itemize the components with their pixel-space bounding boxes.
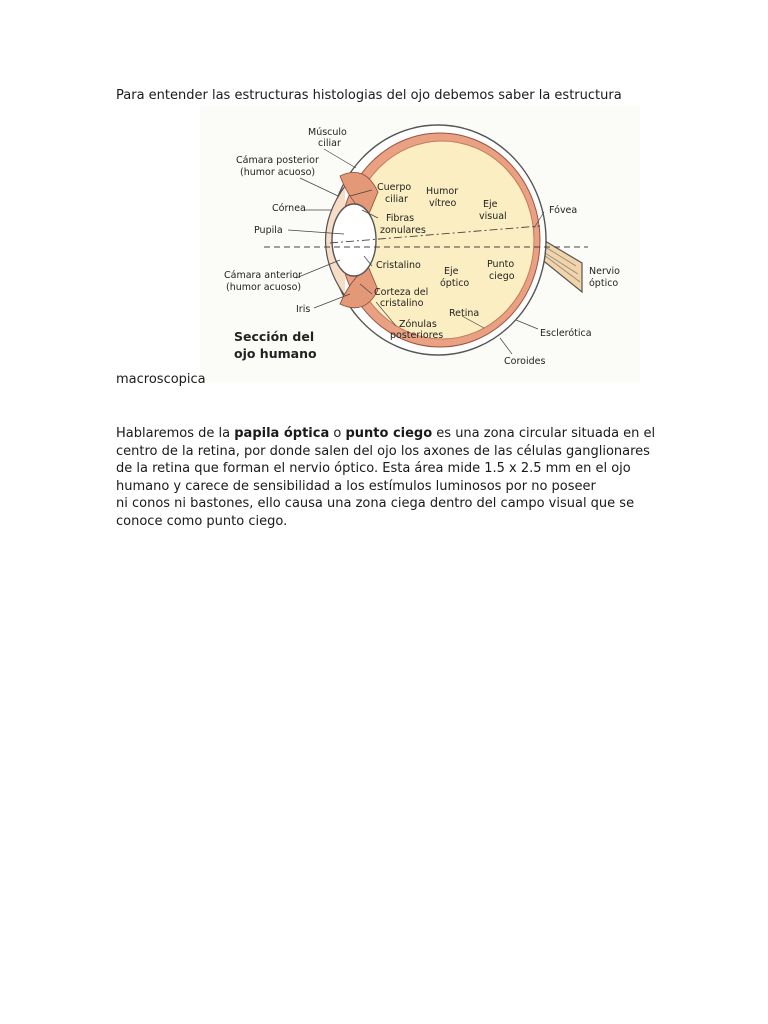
label-punto-ciego-1: Punto [487,259,514,270]
label-humor-vitreo-1: Humor [426,186,458,197]
label-musculo-ciliar-2: ciliar [318,138,341,149]
label-nervio-optico-1: Nervio [589,266,620,277]
intro-text: Para entender las estructuras histologia… [116,88,622,104]
label-punto-ciego-2: ciego [489,271,515,282]
label-eje-visual-2: visual [479,211,507,222]
eye-diagram: Músculo ciliar Cámara posterior (humor a… [200,106,640,382]
label-camara-posterior-2: (humor acuoso) [240,167,315,178]
label-zonulas-2: posteriores [390,330,443,341]
label-retina: Retina [449,308,479,319]
term-punto-ciego: punto ciego [345,426,432,441]
section-title-1: Sección del [234,329,314,344]
label-pupila: Pupila [254,225,283,236]
label-eje-visual-1: Eje [483,199,498,210]
label-camara-anterior-2: (humor acuoso) [226,282,301,293]
label-eje-optico-2: óptico [440,278,469,289]
label-coroides: Coroides [504,356,545,367]
section-title-2: ojo humano [234,346,317,361]
para-text-1: Hablaremos de la [116,426,234,441]
label-cuerpo-ciliar-1: Cuerpo [377,182,411,193]
label-musculo-ciliar-1: Músculo [308,127,347,138]
para-text-4: ni conos ni bastones, ello causa una zon… [116,496,634,529]
label-camara-anterior-1: Cámara anterior [224,270,302,281]
label-eje-optico-1: Eje [444,266,459,277]
label-cristalino: Cristalino [376,260,421,271]
intro-continuation: macroscopica [116,372,206,388]
label-humor-vitreo-2: vítreo [429,198,457,209]
term-papila-optica: papila óptica [234,426,329,441]
vitreous-body [350,141,534,339]
body-paragraph: Hablaremos de la papila óptica o punto c… [116,425,656,531]
label-corteza-2: cristalino [380,298,424,309]
label-nervio-optico-2: óptico [589,278,618,289]
label-corteza-1: Corteza del [374,287,428,298]
eye-section-illustration: Músculo ciliar Cámara posterior (humor a… [200,106,640,382]
label-cuerpo-ciliar-2: ciliar [385,194,408,205]
label-fovea: Fóvea [549,205,577,216]
label-iris: Iris [296,304,310,315]
label-cornea: Córnea [272,203,306,214]
label-fibras-2: zonulares [380,225,426,236]
label-fibras-1: Fibras [386,213,414,224]
label-zonulas-1: Zónulas [399,319,437,330]
para-text-2: o [329,426,345,441]
label-esclerotica: Esclerótica [540,328,592,339]
label-camara-posterior-1: Cámara posterior [236,155,319,166]
